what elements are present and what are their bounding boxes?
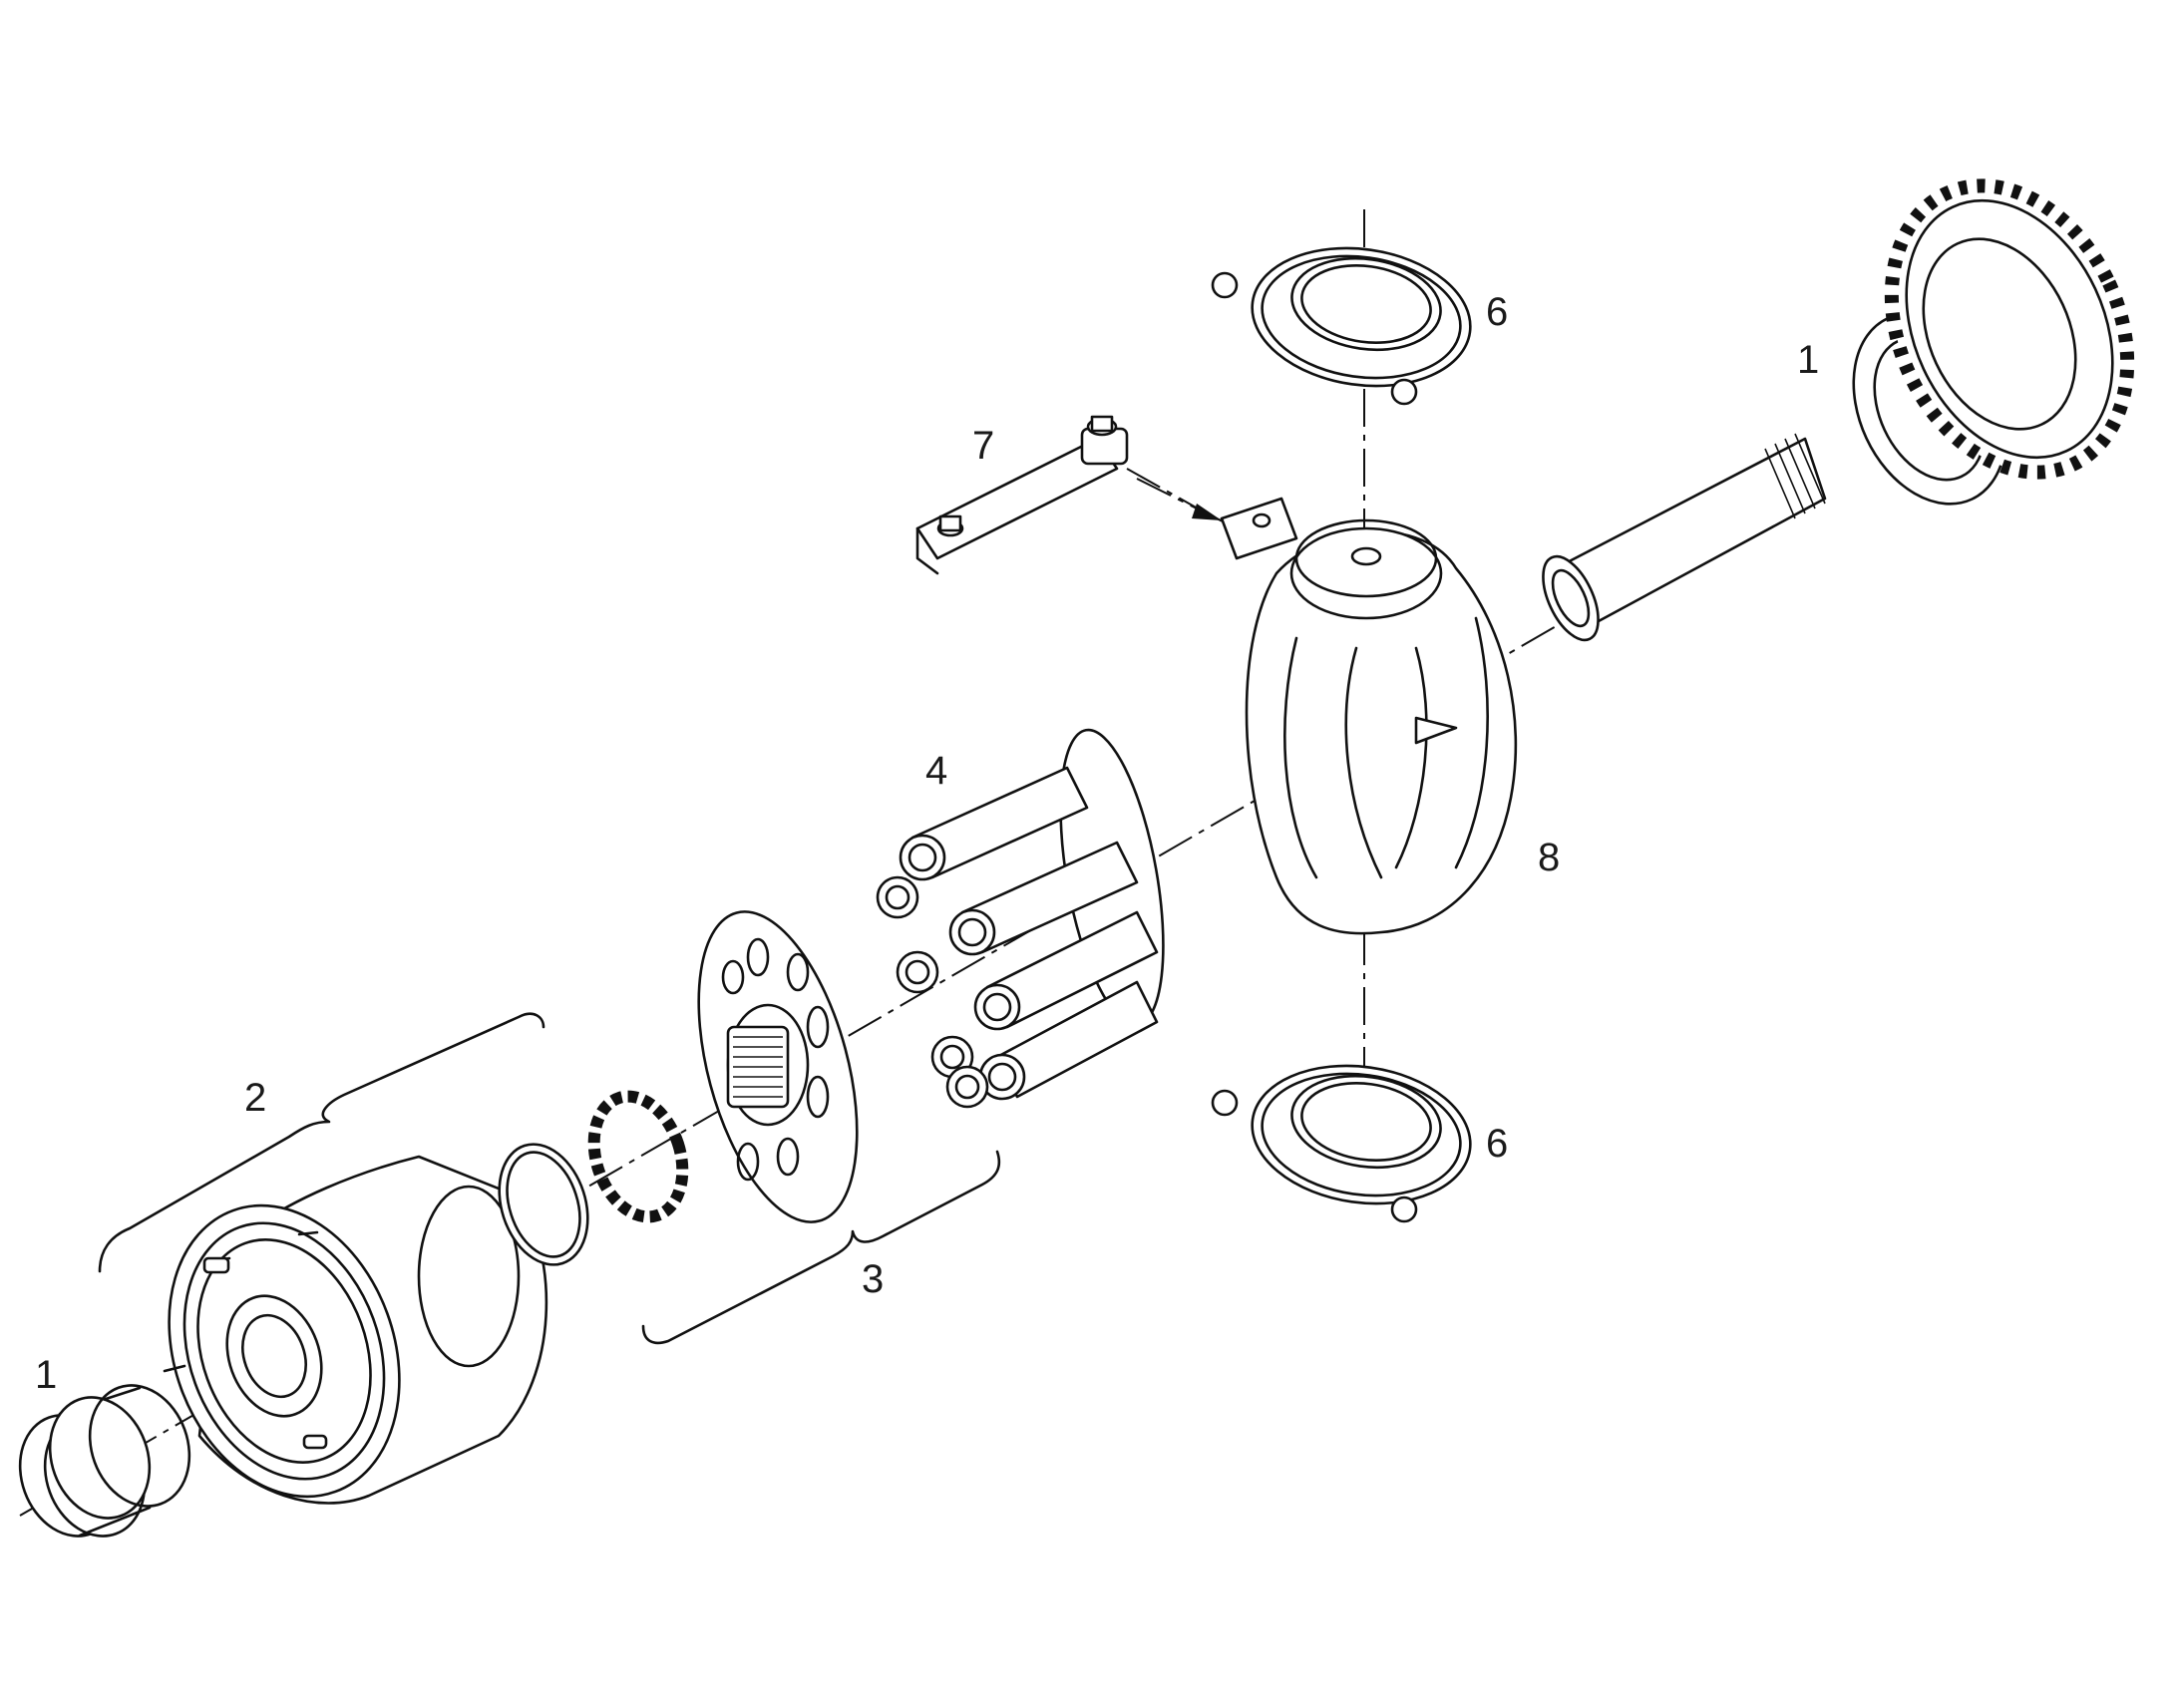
callout-8: 8 bbox=[1538, 836, 1560, 879]
group-brackets bbox=[98, 1012, 1001, 1345]
part-6-bearing-bottom bbox=[1211, 1064, 1472, 1223]
part-4-pistons bbox=[876, 728, 1165, 1109]
callout-3: 3 bbox=[862, 1257, 884, 1301]
part-7-linkage bbox=[915, 415, 1222, 575]
callout-2: 2 bbox=[244, 1076, 266, 1120]
callout-6-top: 6 bbox=[1486, 290, 1508, 334]
part-1-shaft-gear bbox=[1542, 178, 2135, 642]
part-8-yoke-housing bbox=[1220, 497, 1518, 935]
o-ring bbox=[498, 1143, 589, 1266]
callout-7: 7 bbox=[972, 424, 994, 468]
callout-4: 4 bbox=[925, 749, 947, 793]
callout-6-bottom: 6 bbox=[1486, 1122, 1508, 1166]
part-2-cylinder-block bbox=[163, 1155, 548, 1505]
callout-1-right: 1 bbox=[1797, 338, 1819, 382]
callout-1-left: 1 bbox=[35, 1353, 57, 1397]
part-1-bushing bbox=[18, 1384, 191, 1537]
part-3-retainer-plate bbox=[697, 910, 859, 1223]
spline-ring bbox=[587, 1090, 689, 1223]
callout-labels: 1 1 2 3 4 6 6 7 8 bbox=[35, 290, 1819, 1397]
part-6-bearing-top bbox=[1211, 246, 1472, 406]
